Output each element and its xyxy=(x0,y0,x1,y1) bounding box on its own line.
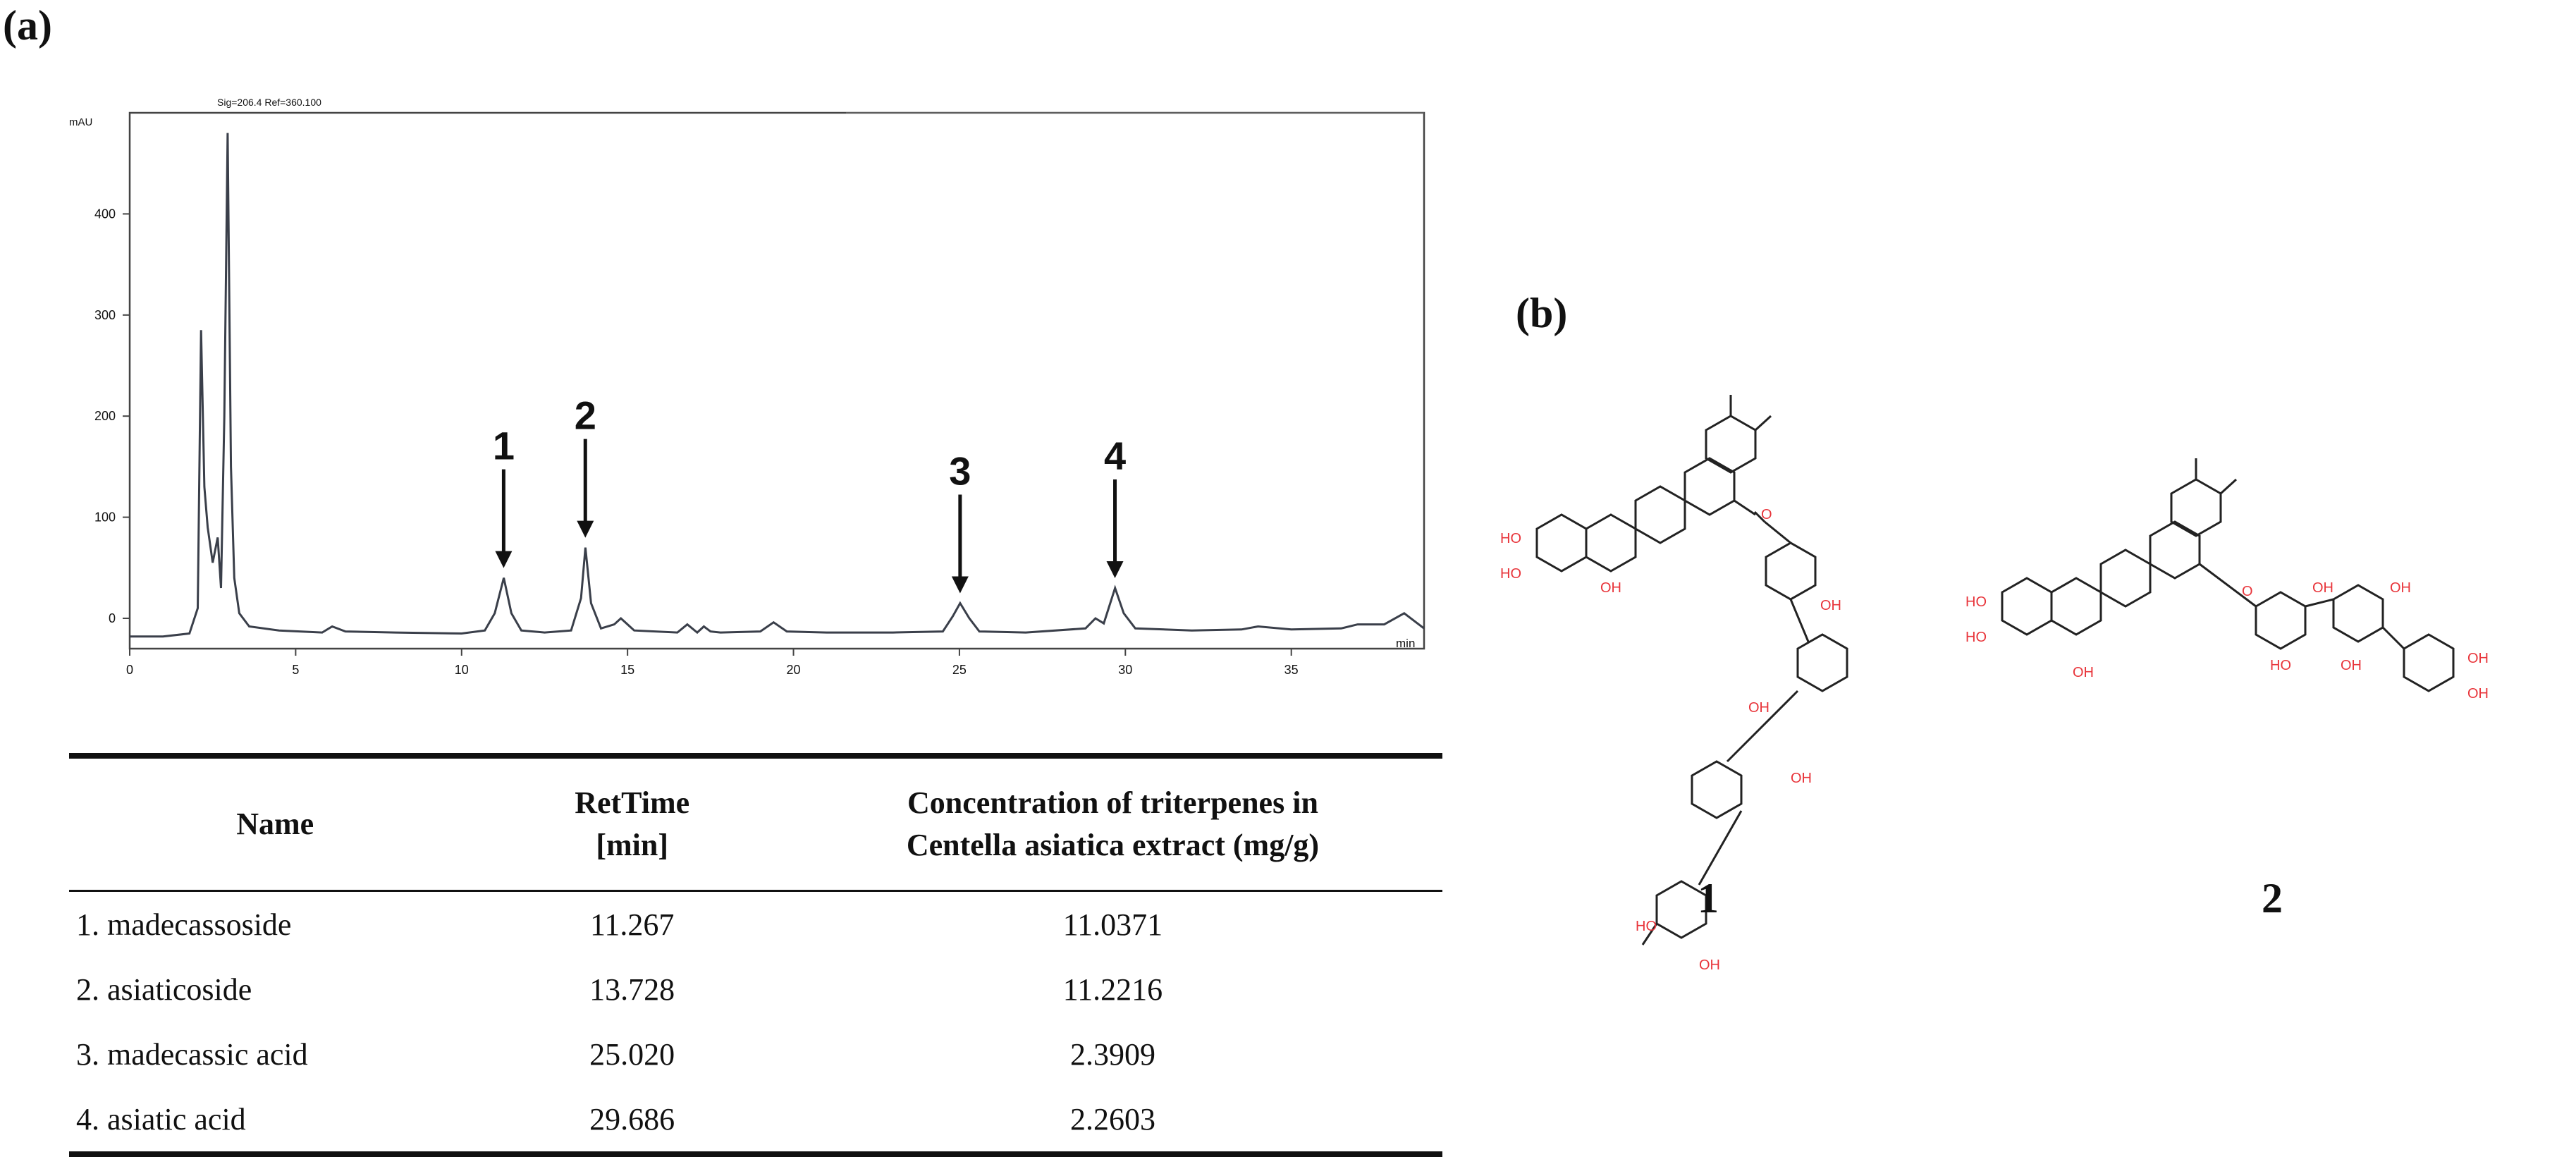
cell-concentration: 2.3909 xyxy=(1069,1036,1155,1072)
peak-arrow-2: 2 xyxy=(575,393,596,538)
x-tick-label: 25 xyxy=(952,663,967,677)
table-header-row: Name RetTime[min] Concentration of trite… xyxy=(69,756,1442,891)
x-tick-label: 10 xyxy=(455,663,469,677)
svg-text:OH: OH xyxy=(2390,580,2411,596)
header-rettime: RetTime[min] xyxy=(575,785,690,862)
cell-name: 4. asiatic acid xyxy=(76,1101,246,1137)
peak-arrow-1: 1 xyxy=(493,424,515,568)
table-row: 1. madecassoside 11.267 11.0371 xyxy=(69,891,1442,957)
y-tick-label: 300 xyxy=(94,308,116,322)
cell-concentration: 2.2603 xyxy=(1069,1101,1155,1137)
compound-1-label: 1 xyxy=(1698,875,1719,922)
peak-label: 3 xyxy=(949,448,971,493)
compound-2-label: 2 xyxy=(2262,875,2283,922)
x-tick-label: 5 xyxy=(292,663,299,677)
svg-text:HO: HO xyxy=(1965,594,1987,610)
chemical-structures: HO HO OH O OH OH OH HO OH HO HO OH O HO … xyxy=(1500,395,2489,973)
svg-text:HO: HO xyxy=(1636,919,1657,934)
cell-name: 2. asiaticoside xyxy=(76,972,252,1007)
cell-concentration: 11.0371 xyxy=(1062,907,1163,942)
svg-text:OH: OH xyxy=(2073,665,2094,680)
cell-name: 3. madecassic acid xyxy=(76,1036,308,1072)
svg-text:HO: HO xyxy=(1500,531,1521,546)
arrow-head xyxy=(577,520,594,538)
svg-text:O: O xyxy=(1761,507,1772,522)
svg-text:OH: OH xyxy=(1820,598,1841,613)
table-row: 3. madecassic acid 25.020 2.3909 xyxy=(69,1022,1442,1086)
cell-rettime: 13.728 xyxy=(589,972,675,1007)
peak-label: 2 xyxy=(575,393,596,438)
chromatogram-trace xyxy=(130,133,1425,638)
x-tick-label: 35 xyxy=(1284,663,1299,677)
svg-text:OH: OH xyxy=(1600,580,1621,596)
y-axis-ticks: 0 100 200 300 400 xyxy=(94,207,130,625)
svg-text:OH: OH xyxy=(1791,771,1812,786)
y-tick-label: 200 xyxy=(94,409,116,423)
svg-text:OH: OH xyxy=(2341,658,2362,673)
structure-2-heteroatoms: HO HO OH O HO OH OH OH OH OH xyxy=(1965,580,2489,702)
peak-annotations: 1 2 3 4 xyxy=(493,393,1126,594)
y-tick-label: 100 xyxy=(94,510,116,525)
peak-arrow-3: 3 xyxy=(949,448,971,594)
table-row: 4. asiatic acid 29.686 2.2603 xyxy=(69,1086,1442,1154)
arrow-head xyxy=(495,551,513,568)
cell-rettime: 29.686 xyxy=(589,1101,675,1137)
y-tick-label: 0 xyxy=(109,611,116,625)
svg-text:HO: HO xyxy=(1965,630,1987,645)
structure-1 xyxy=(1535,395,1848,945)
arrow-head xyxy=(1106,561,1124,578)
cell-name: 1. madecassoside xyxy=(76,907,292,942)
structure-1-heteroatoms: HO HO OH O OH OH OH HO OH xyxy=(1500,507,1841,973)
x-tick-label: 20 xyxy=(787,663,801,677)
x-tick-label: 15 xyxy=(620,663,634,677)
cell-rettime: 25.020 xyxy=(589,1036,675,1072)
x-axis-ticks: 0 5 10 15 20 25 30 35 xyxy=(126,649,1299,677)
x-tick-label: 30 xyxy=(1118,663,1132,677)
results-table: Name RetTime[min] Concentration of trite… xyxy=(69,753,1442,1157)
cell-rettime: 11.267 xyxy=(589,907,675,942)
svg-text:OH: OH xyxy=(1699,957,1720,973)
header-name: Name xyxy=(236,807,314,841)
svg-text:OH: OH xyxy=(2467,651,2489,666)
svg-text:O: O xyxy=(2242,584,2253,599)
results-table-wrapper: Name RetTime[min] Concentration of trite… xyxy=(69,753,1442,1157)
x-tick-label: 0 xyxy=(126,663,133,677)
y-tick-label: 400 xyxy=(94,207,116,221)
x-axis-unit: min xyxy=(1396,637,1415,650)
peak-label: 4 xyxy=(1104,434,1126,478)
svg-text:OH: OH xyxy=(2312,580,2333,596)
svg-text:OH: OH xyxy=(1748,700,1770,716)
panel-b-label: (b) xyxy=(1516,290,1568,336)
cell-concentration: 11.2216 xyxy=(1062,972,1163,1007)
structure-2 xyxy=(2001,458,2455,692)
arrow-head xyxy=(951,576,969,594)
peak-label: 1 xyxy=(493,424,515,468)
peak-arrow-4: 4 xyxy=(1104,434,1126,578)
svg-text:OH: OH xyxy=(2467,686,2489,702)
panel-a-label: (a) xyxy=(3,2,52,49)
y-axis-unit: mAU xyxy=(69,116,92,128)
signal-header: Sig=206.4 Ref=360.100 xyxy=(217,97,321,108)
plot-frame xyxy=(128,111,1425,650)
svg-text:HO: HO xyxy=(1500,566,1521,582)
svg-text:HO: HO xyxy=(2270,658,2291,673)
table-row: 2. asiaticoside 13.728 11.2216 xyxy=(69,957,1442,1022)
